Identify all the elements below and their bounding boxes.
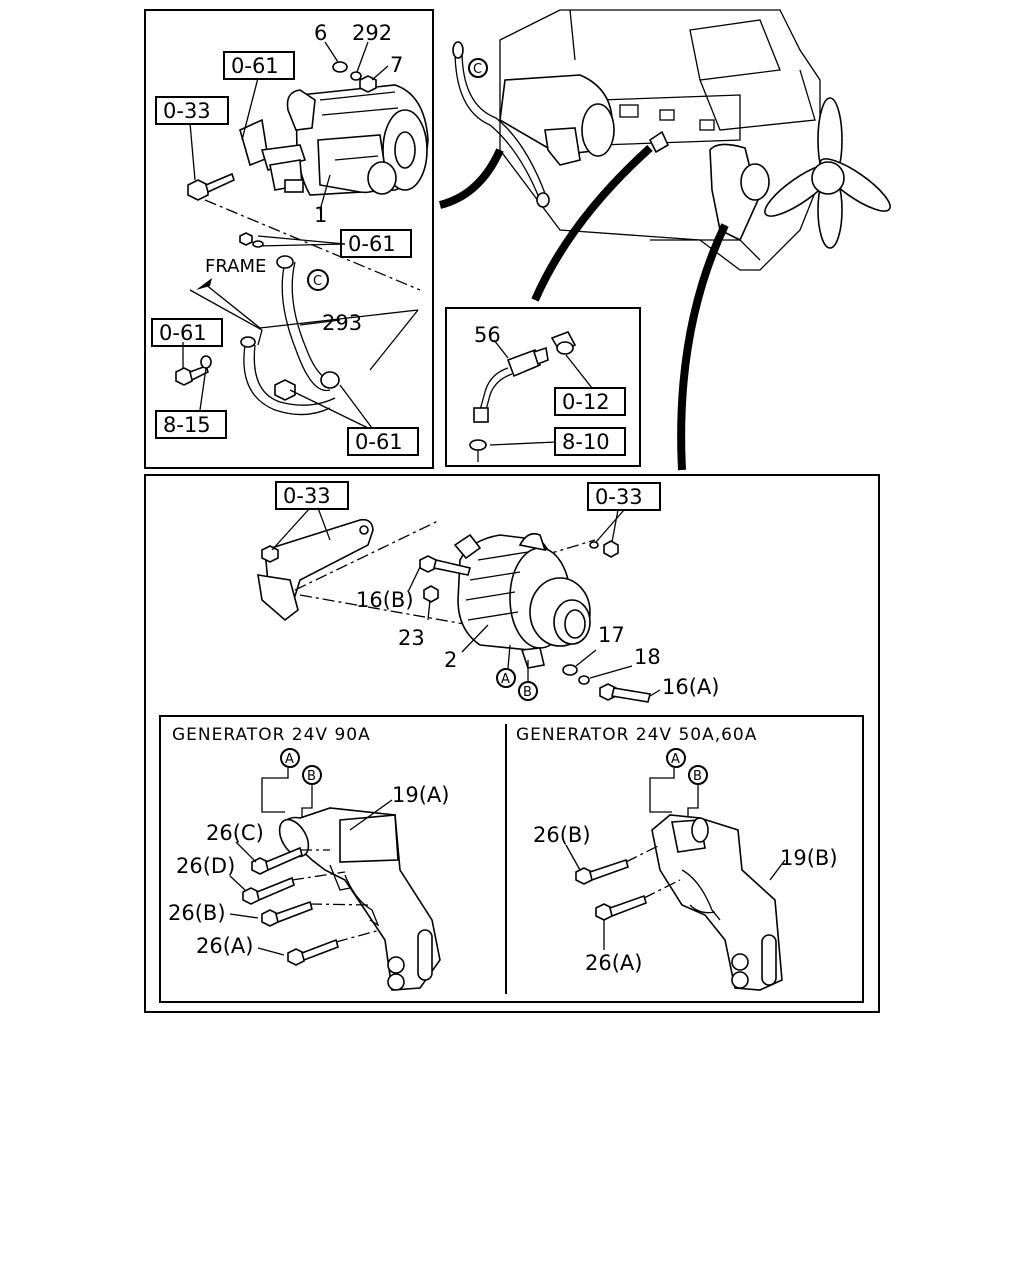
label-26a-50a: 26(A) xyxy=(585,951,642,975)
ref-box-0-61-bottom: 0-61 xyxy=(347,427,419,456)
starter-bracket xyxy=(239,118,307,193)
mark-c-engine xyxy=(468,58,488,78)
svg-text:0-61: 0-61 xyxy=(159,321,207,345)
bracket-19b xyxy=(651,814,783,991)
mark-b-50a-text: B xyxy=(693,769,702,784)
washer-17 xyxy=(562,664,578,676)
nut-right xyxy=(603,540,619,558)
ref-box-0-12: 0-12 xyxy=(554,387,626,416)
mark-b-90a xyxy=(302,765,322,785)
svg-text:0-61: 0-61 xyxy=(231,54,279,78)
label-part-293: 293 xyxy=(322,311,362,335)
label-part-16a: 16(A) xyxy=(662,675,719,699)
mark-b-50a xyxy=(688,765,708,785)
label-26b-50a: 26(B) xyxy=(533,823,591,847)
ref-box-8-15: 8-15 xyxy=(155,410,227,439)
svg-text:0-61: 0-61 xyxy=(348,232,396,256)
title-90a: GENERATOR 24V 90A xyxy=(172,725,371,745)
label-26b-90a: 26(B) xyxy=(168,901,226,925)
mark-c-engine-text: C xyxy=(473,62,482,77)
washer-292 xyxy=(350,71,362,81)
bracket-panel-border xyxy=(159,715,864,1003)
engine-overview: C xyxy=(438,9,891,471)
mark-a-90a xyxy=(280,748,300,768)
label-19a: 19(A) xyxy=(392,783,449,807)
ref-box-0-33-gen-right: 0-33 xyxy=(587,482,661,511)
label-part-16b: 16(B) xyxy=(356,588,414,612)
mark-a-90a-text: A xyxy=(285,752,294,767)
bolt-0-61-left xyxy=(175,367,193,386)
svg-text:0-33: 0-33 xyxy=(283,484,331,508)
mark-a-50a-text: A xyxy=(671,752,680,767)
ref-box-0-61-top: 0-61 xyxy=(223,51,295,80)
label-19b: 19(B) xyxy=(780,846,838,870)
svg-text:0-12: 0-12 xyxy=(562,390,610,414)
sensor-panel: 56 0-12 8-10 xyxy=(469,323,626,462)
label-part-17: 17 xyxy=(598,623,625,647)
svg-text:8-10: 8-10 xyxy=(562,430,610,454)
mark-a-gen xyxy=(496,668,516,688)
generator-adjust-bracket xyxy=(257,518,374,622)
ref-box-0-33-starter: 0-33 xyxy=(155,96,229,125)
sensor-panel-border xyxy=(445,307,641,467)
svg-text:0-33: 0-33 xyxy=(595,485,643,509)
o-ring-18 xyxy=(578,675,590,685)
label-part-2: 2 xyxy=(444,648,457,672)
generator-panel-border xyxy=(144,474,880,1013)
svg-text:0-33: 0-33 xyxy=(163,99,211,123)
label-part-6: 6 xyxy=(314,21,327,45)
svg-text:8-15: 8-15 xyxy=(163,413,211,437)
mark-a-gen-text: A xyxy=(501,672,510,687)
ref-box-0-61-left: 0-61 xyxy=(151,318,223,347)
bolt-16b xyxy=(419,555,437,573)
label-frame: FRAME xyxy=(205,256,266,277)
starter-panel-border xyxy=(144,9,434,469)
starter-motor xyxy=(286,84,429,211)
sensor-56 xyxy=(473,346,549,423)
label-part-7: 7 xyxy=(390,53,403,77)
washer-8-15 xyxy=(200,355,212,369)
cable-293 xyxy=(240,255,340,416)
ref-box-8-10: 8-10 xyxy=(554,427,626,456)
mark-c-starter xyxy=(307,269,329,291)
svg-text:0-61: 0-61 xyxy=(355,430,403,454)
starter-panel: 6 292 7 1 FRAME 293 C 0-61 0-33 0-61 0-6… xyxy=(151,21,429,456)
label-26c: 26(C) xyxy=(206,821,264,845)
bracket-90a-panel: GENERATOR 24V 90A A B xyxy=(168,725,449,991)
label-part-56: 56 xyxy=(474,323,501,347)
alternator-2 xyxy=(453,532,591,669)
label-part-23: 23 xyxy=(398,626,425,650)
nut-23 xyxy=(423,585,439,603)
bracket-50a-panel: GENERATOR 24V 50A,60A A B 26(B) xyxy=(516,725,838,991)
label-part-1: 1 xyxy=(314,203,327,227)
cooling-fan xyxy=(764,97,891,249)
label-26d: 26(D) xyxy=(176,854,235,878)
label-part-292: 292 xyxy=(352,21,392,45)
frame-arrow xyxy=(196,278,212,290)
bolt-0-33 xyxy=(187,172,235,201)
washer-6 xyxy=(332,61,348,73)
ref-box-0-33-gen-left: 0-33 xyxy=(275,481,349,510)
bolts-26-50a xyxy=(575,844,681,921)
ref-box-0-61-mid: 0-61 xyxy=(340,229,412,258)
generator-panel: 0-33 0-33 16(B) 23 2 17 18 16(A) A B xyxy=(257,481,719,703)
mark-c-starter-text: C xyxy=(313,274,322,289)
mark-b-gen-text: B xyxy=(523,685,532,700)
mark-b-gen xyxy=(518,681,538,701)
bolts-26-90a xyxy=(242,846,381,966)
mark-b-90a-text: B xyxy=(307,769,316,784)
label-26a-90a: 26(A) xyxy=(196,934,253,958)
adapter-0-12 xyxy=(550,331,577,355)
title-50a: GENERATOR 24V 50A,60A xyxy=(516,725,757,745)
label-part-18: 18 xyxy=(634,645,661,669)
mark-a-50a xyxy=(666,748,686,768)
connector-8-10 xyxy=(469,439,487,451)
